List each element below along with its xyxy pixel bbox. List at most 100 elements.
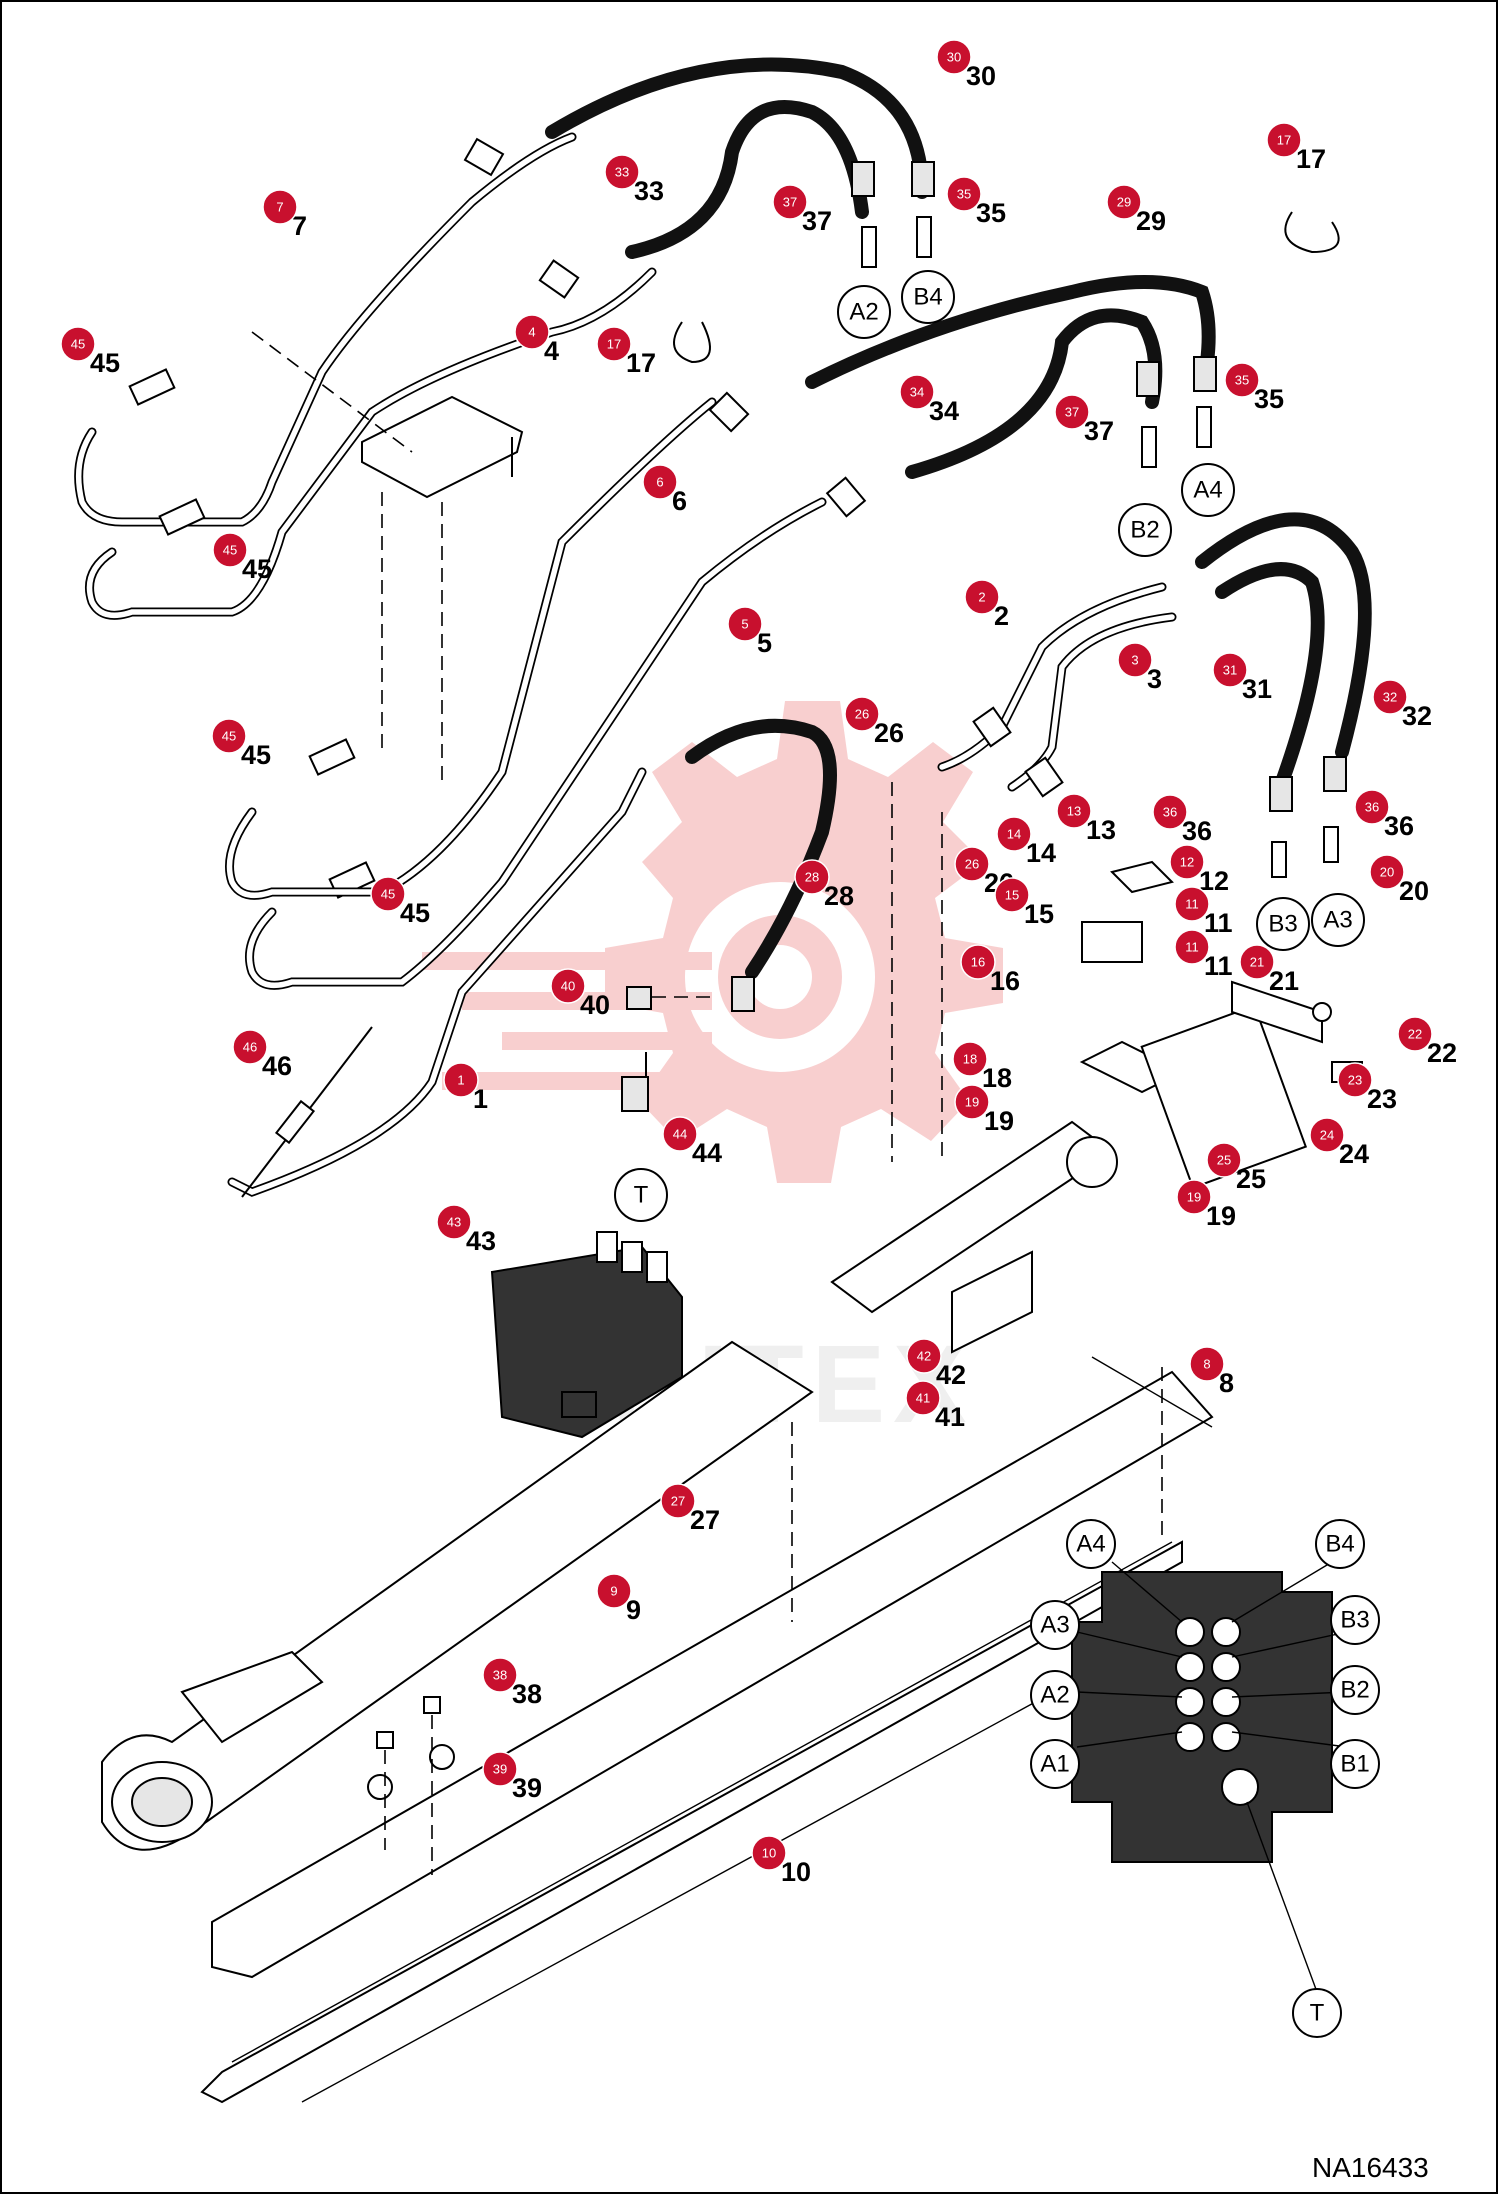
- port-label: A4: [1193, 477, 1222, 504]
- callout-badge-number: 24: [1320, 1128, 1334, 1143]
- callout-part-number: 22: [1427, 1038, 1457, 1068]
- callout-badge: [550, 968, 586, 1004]
- inset-port-label: B4: [1325, 1531, 1354, 1558]
- callout-badge: [996, 816, 1032, 852]
- inset-port-label: A4: [1076, 1531, 1105, 1558]
- callout-part-number: 36: [1384, 811, 1414, 841]
- callout-badge-number: 20: [1380, 865, 1394, 880]
- hose-34: [905, 308, 1163, 479]
- inset-port-label: B2: [1340, 1677, 1369, 1704]
- callout-badge: [596, 326, 632, 362]
- callout-badge-number: 28: [805, 870, 819, 885]
- callout-5: 55: [727, 606, 772, 658]
- tube-5: [245, 476, 867, 990]
- hose-clamp-17: [673, 211, 1340, 364]
- callout-part-number: 19: [984, 1106, 1014, 1136]
- callout-part-number: 8: [1219, 1368, 1234, 1398]
- callout-badge: [794, 859, 830, 895]
- inset-port-label: B3: [1340, 1607, 1369, 1634]
- inset-port-b1: B1: [1330, 1739, 1380, 1789]
- callout-badge: [964, 579, 1000, 615]
- hose-30: [545, 57, 935, 199]
- callout-part-number: 15: [1024, 899, 1054, 929]
- callout-badge: [727, 606, 763, 642]
- inset-port-label: A2: [1040, 1682, 1069, 1709]
- callout-badge-number: 26: [965, 857, 979, 872]
- sensor-46: [241, 1026, 373, 1198]
- port-label: A2: [849, 299, 878, 326]
- callout-part-number: 20: [1399, 876, 1429, 906]
- hose-32: [1195, 512, 1372, 792]
- callout-badge-number: 42: [917, 1349, 931, 1364]
- port-label: B2: [1130, 517, 1159, 544]
- callout-badge: [436, 1204, 472, 1240]
- callout-badge: [604, 154, 640, 190]
- callout-badge-number: 5: [741, 617, 748, 632]
- callout-badge-number: 26: [855, 707, 869, 722]
- inset-port-b2: B2: [1330, 1665, 1380, 1715]
- callout-badge: [952, 1041, 988, 1077]
- hose-29: [805, 275, 1217, 392]
- callout-badge: [1212, 652, 1248, 688]
- callout-badge-number: 43: [447, 1215, 461, 1230]
- callout-badge: [1106, 184, 1142, 220]
- port-b2: B2: [1118, 503, 1172, 557]
- callout-badge-number: 17: [607, 337, 621, 352]
- callout-badge-number: 7: [276, 200, 283, 215]
- port-a2: A2: [837, 285, 891, 339]
- callout-badge-number: 13: [1067, 804, 1081, 819]
- callout-badge-number: 45: [71, 337, 85, 352]
- callout-part-number: 41: [935, 1402, 965, 1432]
- callout-part-number: 14: [1026, 838, 1056, 868]
- callout-badge: [60, 326, 96, 362]
- callout-badge-number: 23: [1348, 1073, 1362, 1088]
- callout-badge: [262, 189, 298, 225]
- callout-badge-number: 15: [1005, 888, 1019, 903]
- callout-badge-number: 41: [916, 1391, 930, 1406]
- callout-badge: [1337, 1062, 1373, 1098]
- inset-port-b4: B4: [1315, 1519, 1365, 1569]
- callout-badge: [443, 1062, 479, 1098]
- port-t: T: [614, 1168, 668, 1222]
- callout-badge-number: 45: [222, 729, 236, 744]
- tube-6: [225, 391, 750, 900]
- diagram-id: NA16433: [1312, 2152, 1429, 2183]
- callout-3: 33: [1117, 642, 1162, 694]
- callout-badge: [1054, 394, 1090, 430]
- callout-badge: [1056, 793, 1092, 829]
- callout-badge: [482, 1751, 518, 1787]
- callout-badge-number: 34: [910, 385, 924, 400]
- callout-part-number: 3: [1147, 664, 1162, 694]
- callout-badge: [946, 176, 982, 212]
- callout-badge-number: 14: [1007, 827, 1021, 842]
- callout-part-number: 45: [90, 348, 120, 378]
- inset-port-label: T: [1310, 2000, 1325, 2027]
- callout-badge: [211, 718, 247, 754]
- callout-part-number: 16: [990, 966, 1020, 996]
- callout-9: 99: [596, 1573, 641, 1625]
- callout-6: 66: [642, 464, 687, 516]
- callout-badge: [1309, 1117, 1345, 1153]
- callout-badge-number: 16: [971, 955, 985, 970]
- port-b4: B4: [901, 270, 955, 324]
- callout-badge: [954, 1084, 990, 1120]
- callout-part-number: 1: [473, 1084, 488, 1114]
- valve-inset: [1071, 1571, 1333, 1863]
- callout-badge: [662, 1116, 698, 1152]
